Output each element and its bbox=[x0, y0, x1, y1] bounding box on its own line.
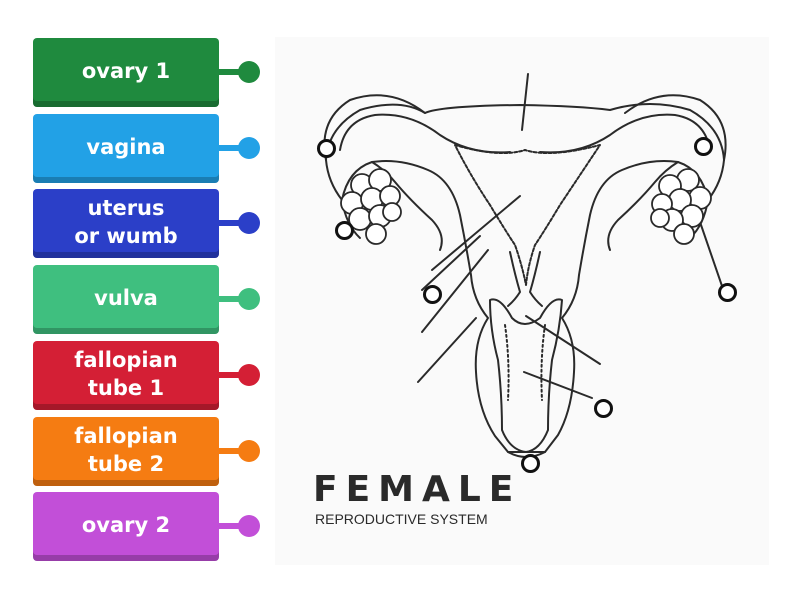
drop-target-5[interactable] bbox=[717, 282, 737, 302]
drag-handle-dot[interactable] bbox=[238, 515, 260, 537]
label-text: ovary 1 bbox=[81, 58, 171, 83]
drag-handle-dot[interactable] bbox=[238, 440, 260, 462]
diagram-subtitle: REPRODUCTIVE SYSTEM bbox=[315, 511, 488, 527]
label-text: vagina bbox=[86, 134, 166, 159]
label-uterus[interactable]: uterus or wumb bbox=[33, 189, 219, 258]
drop-target-3[interactable] bbox=[334, 220, 354, 240]
drag-handle-dot[interactable] bbox=[238, 61, 260, 83]
drag-handle-dot[interactable] bbox=[238, 137, 260, 159]
tube-right-outer bbox=[624, 94, 727, 161]
connector-line bbox=[218, 296, 242, 302]
connector-line bbox=[218, 372, 242, 378]
connector-line bbox=[218, 448, 242, 454]
drop-target-7[interactable] bbox=[520, 453, 540, 473]
tube-left-inner bbox=[339, 113, 511, 154]
ovary-right bbox=[650, 168, 712, 245]
cervix bbox=[507, 251, 543, 307]
label-bank: ovary 1 vagina uterus or wumb vulva fall… bbox=[0, 0, 270, 600]
drop-target-6[interactable] bbox=[593, 398, 613, 418]
ovary-left bbox=[340, 168, 402, 245]
label-text: vulva bbox=[94, 285, 158, 310]
connector-line bbox=[218, 523, 242, 529]
drop-target-1[interactable] bbox=[316, 138, 336, 158]
connector-line bbox=[218, 220, 242, 226]
drag-handle-dot[interactable] bbox=[238, 288, 260, 310]
label-fallopian-tube-2[interactable]: fallopian tube 2 bbox=[33, 417, 219, 486]
label-text: fallopian tube 2 bbox=[74, 423, 178, 476]
label-text: ovary 2 bbox=[81, 512, 171, 537]
label-ovary-1[interactable]: ovary 1 bbox=[33, 38, 219, 107]
drag-handle-dot[interactable] bbox=[238, 212, 260, 234]
drag-handle-dot[interactable] bbox=[238, 364, 260, 386]
drop-target-4[interactable] bbox=[422, 284, 442, 304]
vaginal-rugae bbox=[504, 324, 546, 401]
vaginal-canal bbox=[489, 298, 563, 453]
label-text: fallopian tube 1 bbox=[74, 347, 178, 400]
label-text: uterus or wumb bbox=[74, 195, 178, 248]
uterine-cavity bbox=[454, 144, 601, 286]
label-fallopian-tube-1[interactable]: fallopian tube 1 bbox=[33, 341, 219, 410]
connector-line bbox=[218, 145, 242, 151]
label-vagina[interactable]: vagina bbox=[33, 114, 219, 183]
drop-target-2[interactable] bbox=[693, 136, 713, 156]
diagram-title: FEMALE bbox=[313, 469, 522, 510]
label-vulva[interactable]: vulva bbox=[33, 265, 219, 334]
connector-line bbox=[218, 69, 242, 75]
tube-right-inner bbox=[539, 113, 711, 154]
uterus-outline bbox=[325, 103, 725, 453]
tube-left-outer bbox=[323, 94, 426, 161]
label-ovary-2[interactable]: ovary 2 bbox=[33, 492, 219, 561]
tube-right-lower bbox=[607, 161, 679, 251]
